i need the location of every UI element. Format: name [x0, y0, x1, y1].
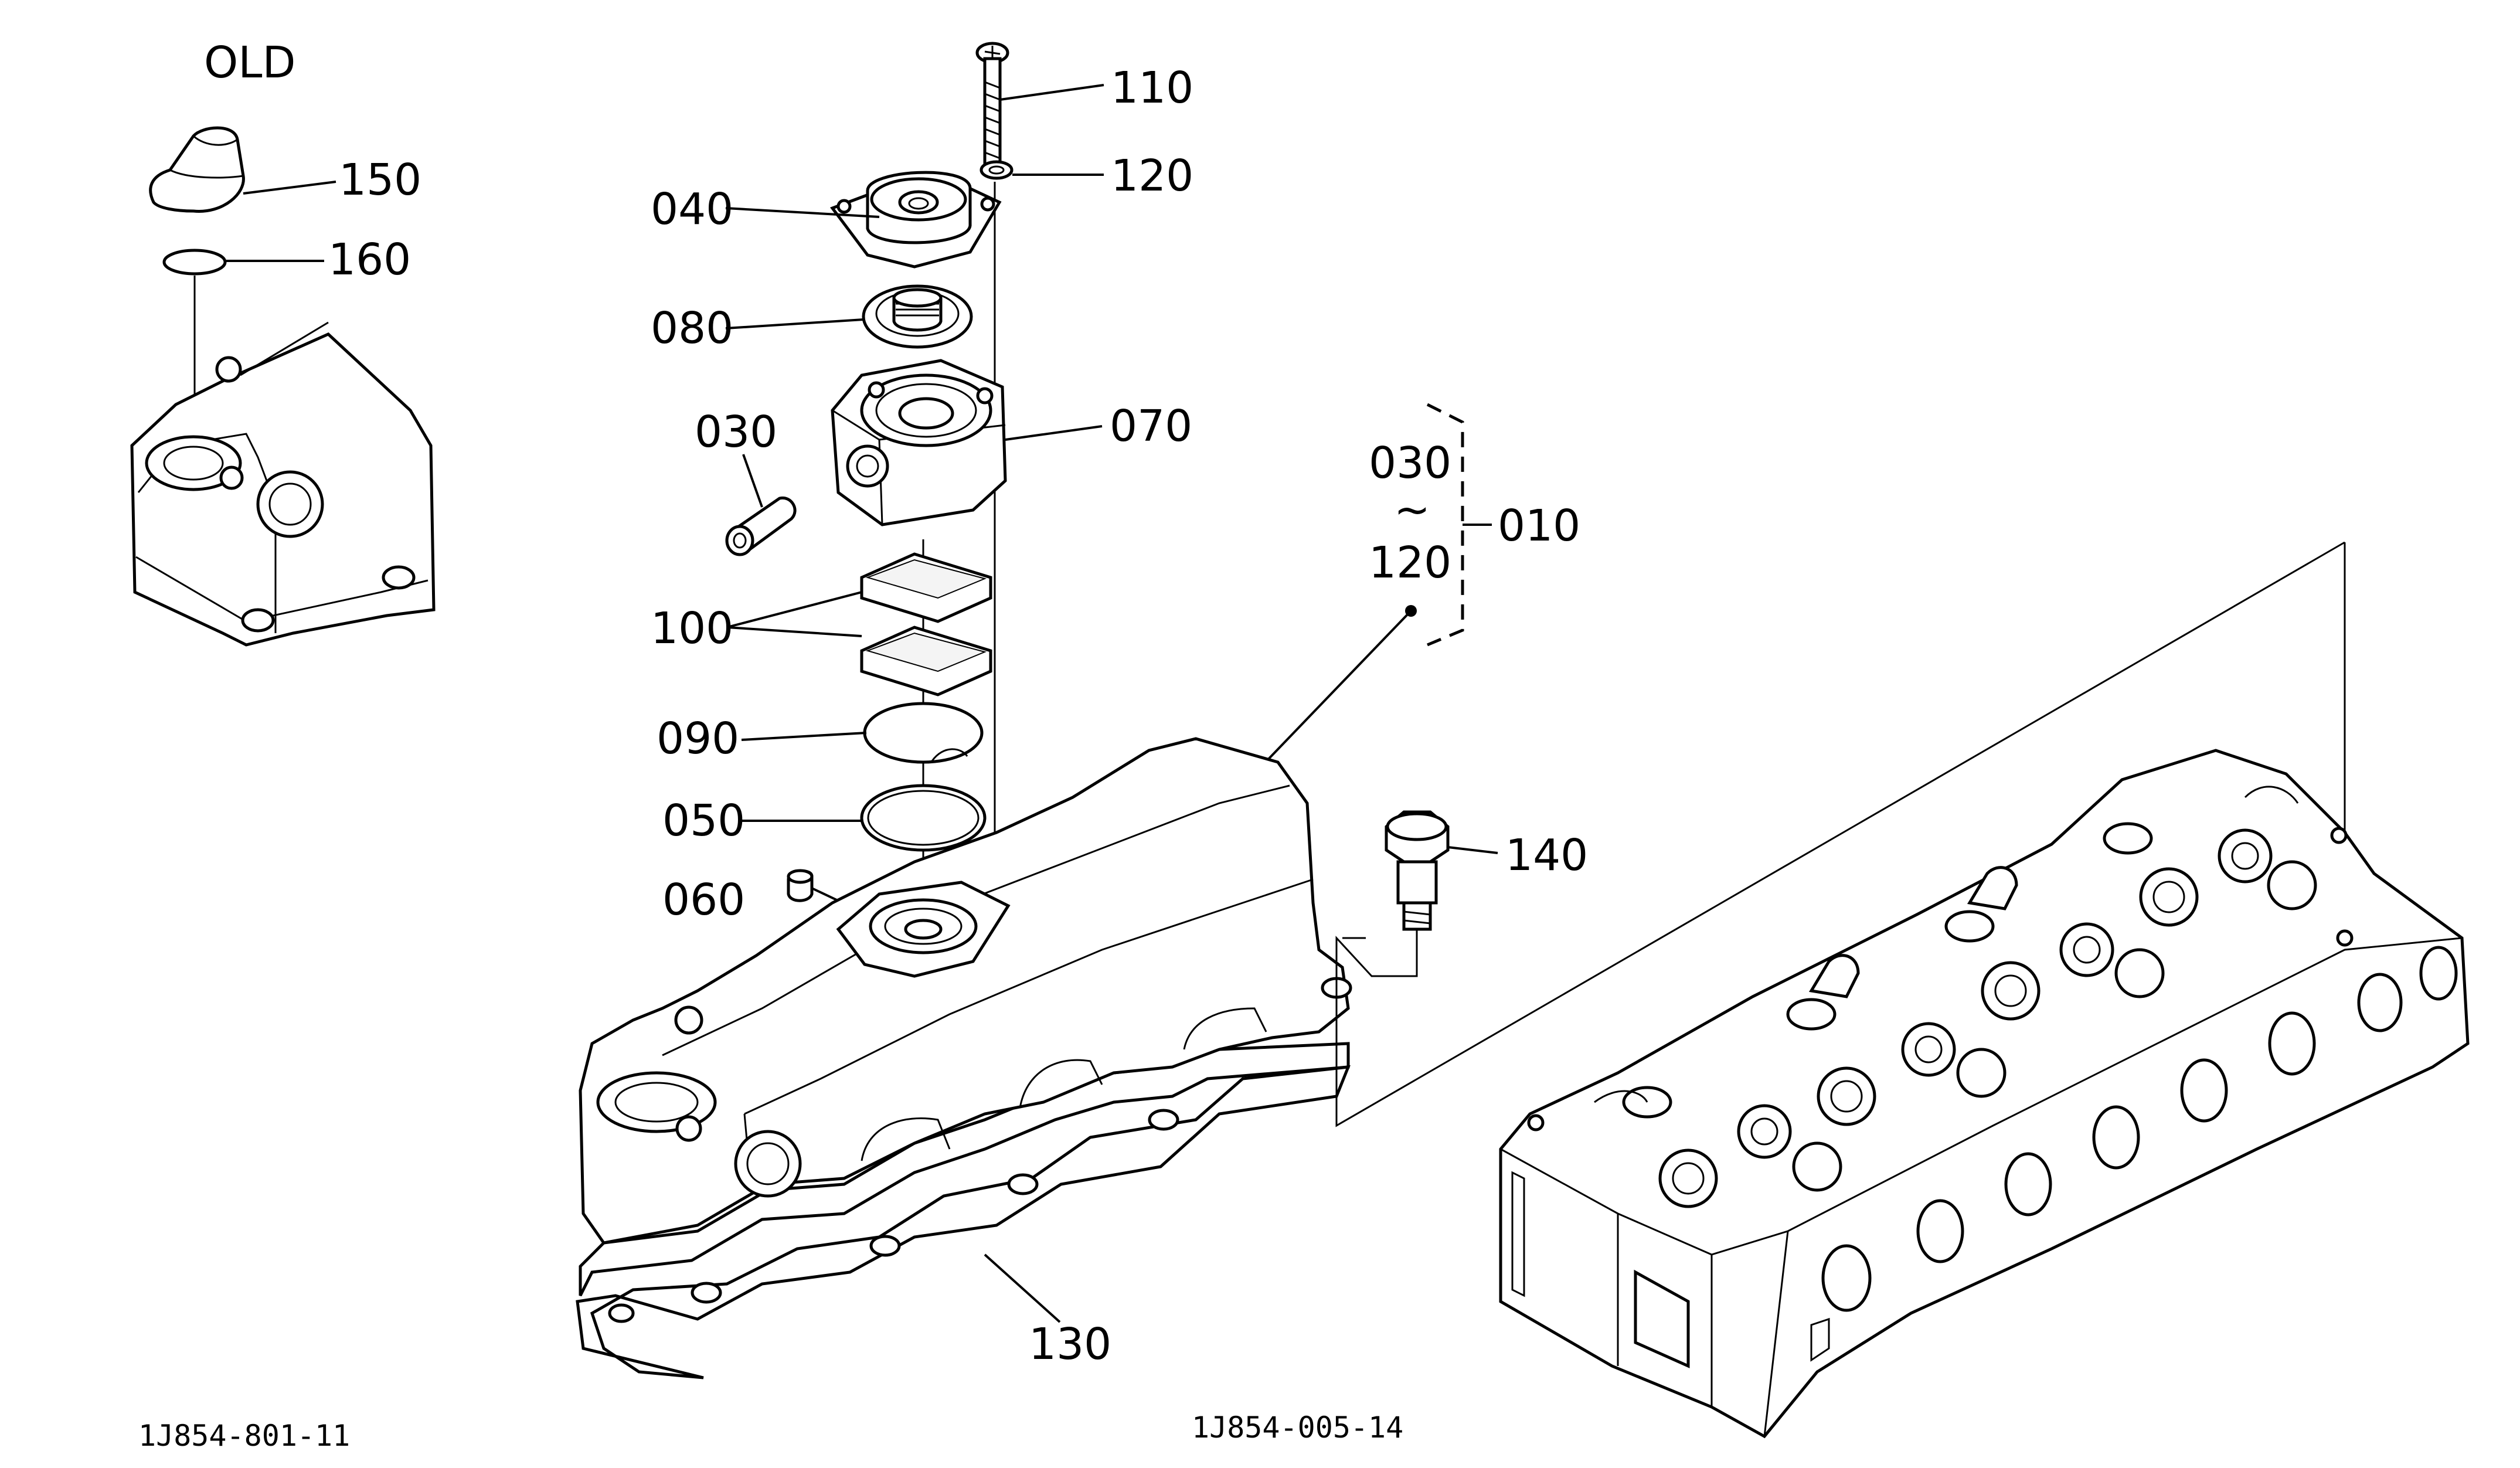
callout-120: 120 [1111, 151, 1193, 201]
breather-body-070[interactable] [831, 359, 1007, 526]
oil-filler-cap-150[interactable] [149, 126, 245, 213]
leader-100b [726, 626, 862, 637]
old-inset: OLD 150 160 [130, 38, 436, 647]
bolt-install-line [1335, 541, 2345, 1127]
head-side-ports [1821, 946, 2458, 1312]
o-ring-160[interactable] [162, 249, 227, 276]
diaphragm-090[interactable] [863, 702, 984, 764]
leader-assembly [1247, 610, 1412, 781]
breather-cover-040[interactable] [829, 171, 1002, 269]
callout-140: 140 [1505, 830, 1588, 881]
leader-040 [725, 207, 880, 218]
callout-050: 050 [662, 796, 745, 846]
figure-id-left: 1J854-801-11 [138, 1419, 350, 1453]
callout-080: 080 [651, 303, 733, 354]
figure-id-center: 1J854-005-14 [1192, 1411, 1403, 1445]
leader-110 [999, 84, 1104, 101]
pipe-030[interactable] [725, 496, 797, 556]
cylinder-head [1499, 749, 2470, 1439]
leader-130 [984, 1253, 1061, 1323]
assembly-bracket-010: 030 ~ 120 010 [1247, 403, 1580, 781]
range-sep: ~ [1394, 485, 1430, 535]
leader-090 [741, 732, 867, 741]
callout-150: 150 [339, 155, 421, 205]
range-to: 120 [1369, 538, 1451, 588]
callout-040: 040 [651, 184, 733, 235]
plug-060[interactable] [787, 869, 814, 902]
leader-100a [726, 591, 862, 628]
callout-030: 030 [695, 407, 777, 457]
leader-140 [1447, 846, 1498, 854]
leader-150 [243, 181, 336, 195]
filter-elements-100[interactable] [860, 552, 992, 696]
callout-010: 010 [1498, 501, 1580, 551]
o-ring-050[interactable] [860, 784, 987, 852]
callout-110: 110 [1111, 63, 1193, 113]
leader-030 [742, 454, 763, 508]
breather-assembly: 110 120 040 080 [651, 42, 1193, 925]
head-rocker-bosses [1622, 822, 2153, 1119]
leader-070 [1005, 425, 1103, 441]
range-from: 030 [1369, 438, 1451, 488]
leader-080 [725, 318, 864, 329]
washer-120[interactable] [980, 160, 1014, 180]
callout-160: 160 [328, 235, 411, 285]
callout-130: 130 [1029, 1319, 1111, 1370]
callout-100: 100 [651, 603, 733, 654]
head-cover-130[interactable] [576, 737, 1352, 1379]
head-front-opening [1634, 1269, 1690, 1368]
old-title: OLD [204, 38, 295, 88]
spring-plate-080[interactable] [862, 284, 973, 349]
callout-090: 090 [657, 713, 739, 764]
head-ports-top [1658, 828, 2317, 1208]
old-head-cover[interactable] [130, 321, 436, 647]
callout-070: 070 [1110, 401, 1192, 451]
bolt-140[interactable] [1385, 810, 1450, 931]
screw-110[interactable] [975, 42, 1009, 166]
callout-060: 060 [662, 875, 745, 925]
